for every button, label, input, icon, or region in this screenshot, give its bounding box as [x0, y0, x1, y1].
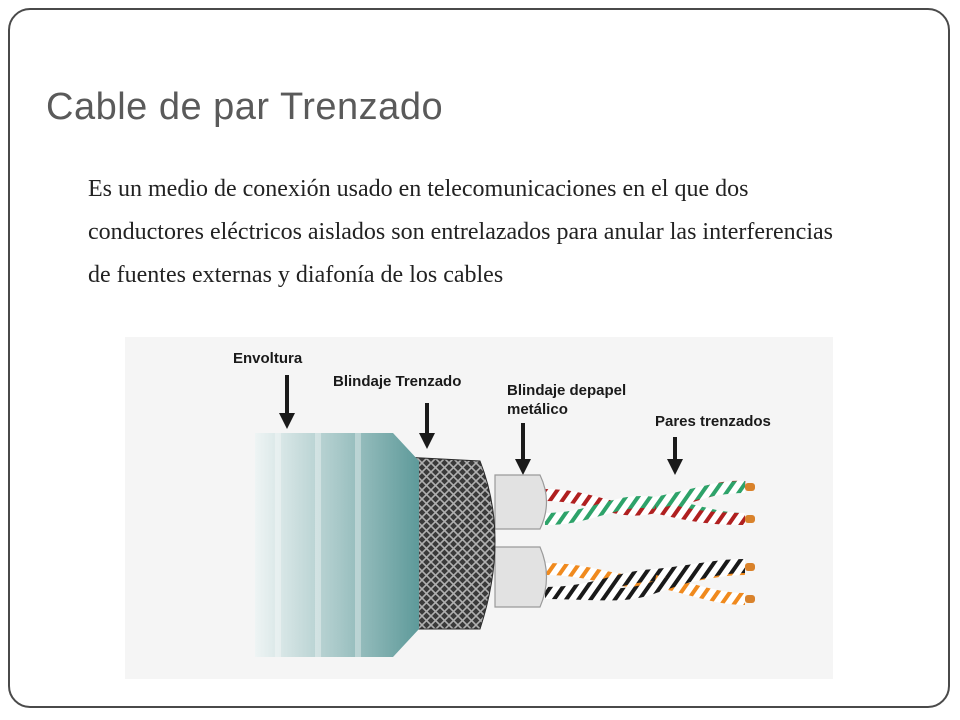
- arrow-envoltura: [279, 375, 295, 429]
- twisted-pair-diagram: Envoltura Blindaje Trenzado Blindaje dep…: [125, 337, 833, 679]
- lower-twisted-pair: [544, 559, 755, 605]
- slide-body-text: Es un medio de conexión usado en telecom…: [88, 176, 833, 288]
- copper-tip-icon: [745, 595, 755, 603]
- copper-tip-icon: [745, 515, 755, 523]
- slide-title: Cable de par Trenzado: [46, 86, 444, 128]
- copper-tip-icon: [745, 563, 755, 571]
- arrow-pares-trenzados: [667, 437, 683, 475]
- foil-shield: [494, 474, 548, 608]
- label-blindaje-papel-line2: metálico: [507, 401, 568, 418]
- upper-twisted-pair: [544, 480, 755, 525]
- arrow-blindaje-papel: [515, 423, 531, 475]
- cable-illustration: Envoltura Blindaje Trenzado Blindaje dep…: [233, 350, 771, 657]
- label-blindaje-trenzado: Blindaje Trenzado: [333, 373, 461, 390]
- braided-shield: [402, 456, 496, 630]
- arrow-blindaje-trenzado: [419, 403, 435, 449]
- cable-jacket: [255, 433, 419, 657]
- jacket-shading: [275, 433, 361, 657]
- label-envoltura: Envoltura: [233, 350, 303, 367]
- label-blindaje-papel-line1: Blindaje depapel: [507, 382, 626, 399]
- label-pares-trenzados: Pares trenzados: [655, 413, 771, 430]
- copper-tip-icon: [745, 483, 755, 491]
